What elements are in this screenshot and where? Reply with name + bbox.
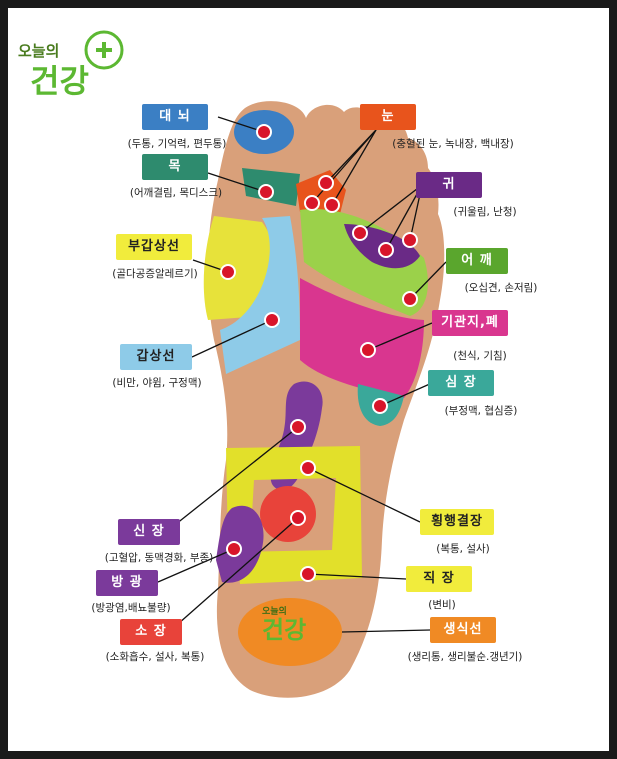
caption-bladder: (방광염,배뇨불량) bbox=[91, 602, 171, 614]
watermark-line2: 건강 bbox=[262, 616, 307, 644]
watermark: 오늘의 건강 bbox=[262, 604, 322, 643]
point-shoulder bbox=[402, 291, 418, 307]
label-thyroid: 갑상선 bbox=[120, 344, 192, 370]
label-neck: 목 bbox=[142, 154, 208, 180]
point-lung bbox=[360, 342, 376, 358]
label-bladder: 방 광 bbox=[96, 570, 158, 596]
point-eye-3 bbox=[318, 175, 334, 191]
logo: 오늘의 건강 bbox=[18, 22, 128, 102]
label-genital: 생식선 bbox=[430, 617, 496, 643]
point-colon bbox=[300, 460, 316, 476]
caption-bronchi-lung: (천식, 기침) bbox=[453, 350, 507, 362]
point-thyroid bbox=[264, 312, 280, 328]
label-small-intestine: 소 장 bbox=[120, 619, 182, 645]
caption-kidney: (고혈압, 동맥경화, 부종) bbox=[104, 552, 214, 564]
caption-parathyroid: (골다공증알레르기) bbox=[112, 268, 198, 280]
label-shoulder: 어 깨 bbox=[446, 248, 508, 274]
caption-rectum: (변비) bbox=[428, 599, 456, 611]
point-eye-2 bbox=[324, 197, 340, 213]
logo-graphic bbox=[84, 30, 124, 70]
label-colon: 횡행결장 bbox=[420, 509, 494, 535]
caption-eye: (충혈된 눈, 녹내장, 백내장) bbox=[392, 138, 514, 150]
logo-line2: 건강 bbox=[30, 62, 89, 100]
point-kidney bbox=[290, 419, 306, 435]
label-brain: 대 뇌 bbox=[142, 104, 208, 130]
logo-line1: 오늘의 bbox=[18, 42, 60, 60]
point-eye-1 bbox=[304, 195, 320, 211]
label-parathyroid: 부갑상선 bbox=[116, 234, 192, 260]
point-neck bbox=[258, 184, 274, 200]
caption-heart: (부정맥, 협심증) bbox=[444, 405, 518, 417]
caption-ear: (귀울림, 난청) bbox=[453, 206, 517, 218]
caption-genital: (생리통, 생리불순.갱년기) bbox=[407, 651, 523, 663]
point-parathyroid bbox=[220, 264, 236, 280]
label-ear: 귀 bbox=[416, 172, 482, 198]
label-kidney: 신 장 bbox=[118, 519, 180, 545]
point-bladder bbox=[226, 541, 242, 557]
point-ear-1 bbox=[352, 225, 368, 241]
watermark-line1: 오늘의 bbox=[262, 607, 287, 617]
point-brain bbox=[256, 124, 272, 140]
caption-brain: (두통, 기억력, 편두통) bbox=[127, 138, 227, 150]
label-heart: 심 장 bbox=[428, 370, 494, 396]
point-rectum bbox=[300, 566, 316, 582]
point-small-intestine bbox=[290, 510, 306, 526]
genital-zone bbox=[238, 598, 342, 666]
caption-thyroid: (비만, 야윔, 구정맥) bbox=[112, 377, 202, 389]
label-eye: 눈 bbox=[360, 104, 416, 130]
caption-colon: (복통, 설사) bbox=[436, 543, 490, 555]
shoulder-zone bbox=[300, 209, 428, 316]
caption-neck: (어깨결림, 목디스크) bbox=[129, 187, 223, 199]
point-heart bbox=[372, 398, 388, 414]
caption-shoulder: (오십견, 손저림) bbox=[464, 282, 538, 294]
lung-zone bbox=[300, 278, 424, 398]
label-bronchi-lung: 기관지,폐 bbox=[432, 310, 508, 336]
caption-small-intestine: (소화흡수, 설사, 복통) bbox=[105, 651, 205, 663]
small-intestine-zone bbox=[260, 486, 316, 542]
point-ear-3 bbox=[402, 232, 418, 248]
label-rectum: 직 장 bbox=[406, 566, 472, 592]
point-ear-2 bbox=[378, 242, 394, 258]
